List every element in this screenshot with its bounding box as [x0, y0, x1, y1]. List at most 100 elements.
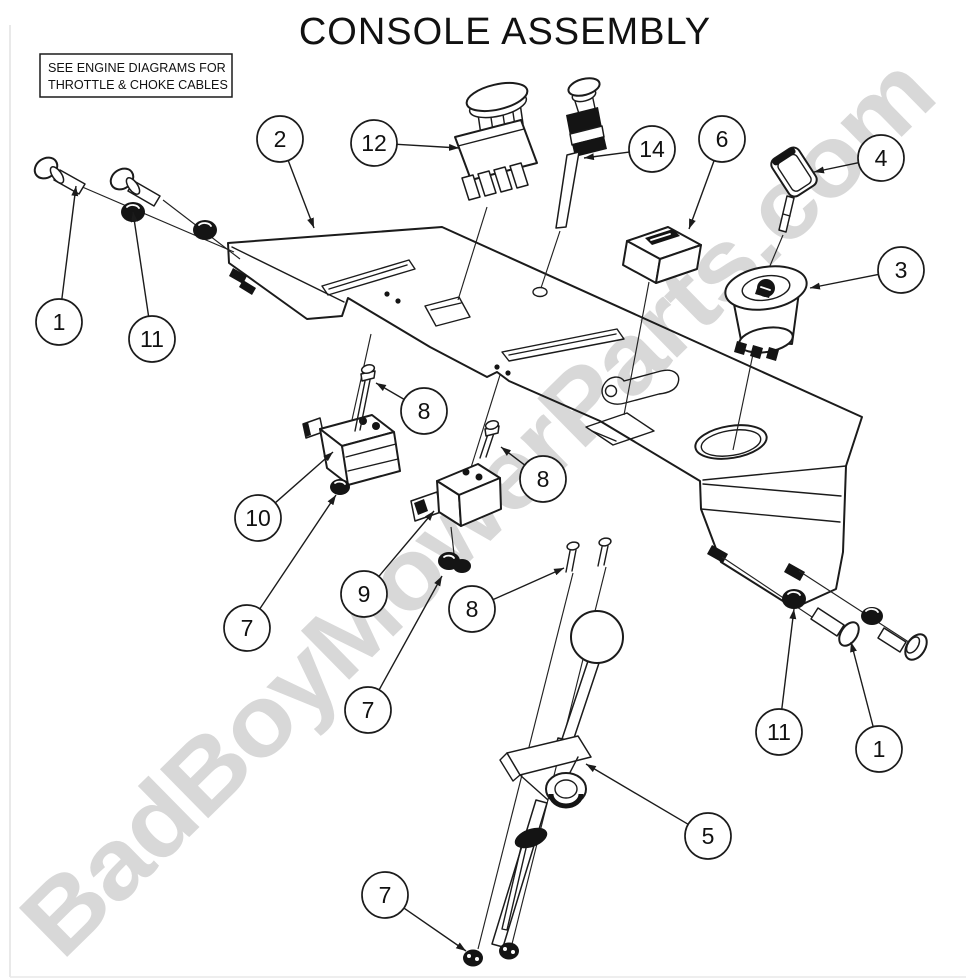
- callout-leader: [583, 151, 630, 161]
- callout-12: 12: [350, 119, 460, 167]
- callout-circle: [877, 246, 925, 294]
- callout-leader: [781, 608, 797, 710]
- screw-8a: [354, 364, 376, 432]
- callout-leader: [500, 446, 526, 466]
- note-line-2: THROTTLE & CHOKE CABLES: [48, 78, 228, 92]
- callout-number: 11: [140, 326, 164, 352]
- panel-slot-left: [321, 259, 416, 296]
- callout-circle: [350, 119, 398, 167]
- callout-10: 10: [234, 451, 334, 542]
- callout-7: 7: [344, 575, 443, 734]
- callout-11: 11: [128, 211, 176, 363]
- callout-number: 8: [466, 596, 479, 622]
- callout-leader: [378, 510, 435, 577]
- callout-leader: [813, 162, 859, 174]
- page-frame: [9, 25, 966, 978]
- panel-hole-ignition: [694, 424, 768, 460]
- callout-number: 12: [361, 130, 387, 156]
- callout-number: 4: [875, 145, 888, 171]
- callout-leader: [492, 567, 565, 601]
- callout-leader: [850, 641, 874, 727]
- left-bolts-group: [33, 156, 217, 240]
- panel-hole-rod: [532, 286, 548, 298]
- callout-circle: [223, 604, 271, 652]
- screw-8c-right: [597, 537, 612, 567]
- callout-circle: [519, 455, 567, 503]
- callout-number: 14: [639, 136, 665, 162]
- callout-circle: [628, 125, 676, 173]
- callout-circle: [698, 115, 746, 163]
- callout-5: 5: [585, 763, 732, 860]
- callout-14: 14: [583, 125, 676, 173]
- panel-slot-center: [501, 328, 625, 362]
- hour-meter: [622, 226, 702, 284]
- callout-2: 2: [256, 115, 315, 229]
- screw-8c-left: [565, 541, 580, 573]
- callout-8: 8: [448, 567, 565, 633]
- callout-number: 11: [767, 719, 791, 745]
- callout-9: 9: [340, 510, 435, 618]
- callout-6: 6: [688, 115, 746, 230]
- callout-leader: [259, 494, 337, 610]
- callout-circle: [684, 812, 732, 860]
- callout-leader: [809, 273, 879, 290]
- callout-number: 5: [702, 823, 715, 849]
- screw-8b: [479, 420, 500, 459]
- panel-hole-meter: [585, 412, 655, 446]
- callout-circle: [35, 298, 83, 346]
- safety-switch: [302, 414, 401, 486]
- callout-circle: [344, 686, 392, 734]
- callout-circle: [128, 315, 176, 363]
- callout-number: 2: [274, 126, 287, 152]
- callout-number: 7: [379, 882, 392, 908]
- callout-leader: [375, 382, 405, 401]
- callout-number: 7: [362, 697, 375, 723]
- callout-circle: [256, 115, 304, 163]
- callout-leader: [403, 907, 467, 952]
- callout-11: 11: [755, 608, 803, 756]
- callout-circle: [340, 570, 388, 618]
- console-panel: [227, 226, 863, 609]
- callout-leader: [378, 575, 443, 691]
- callout-number: 10: [245, 505, 271, 531]
- callout-leader: [585, 763, 689, 825]
- callout-circle: [755, 708, 803, 756]
- callout-number: 7: [241, 615, 254, 641]
- panel-hole-pto: [424, 296, 471, 327]
- callout-number: 1: [53, 309, 66, 335]
- callout-leader: [131, 211, 150, 317]
- callout-circle: [234, 494, 282, 542]
- lever-assembly: [491, 610, 624, 948]
- callout-number: 9: [358, 581, 371, 607]
- note-line-1: SEE ENGINE DIAGRAMS FOR: [48, 61, 226, 75]
- callout-leader: [688, 160, 715, 230]
- callout-circle: [361, 871, 409, 919]
- callout-leader: [396, 143, 460, 151]
- right-bolts-group: [782, 589, 928, 661]
- note-box: SEE ENGINE DIAGRAMS FOR THROTTLE & CHOKE…: [39, 53, 233, 98]
- callout-circle: [448, 585, 496, 633]
- page-title: CONSOLE ASSEMBLY: [299, 11, 711, 53]
- screws-group: [354, 364, 612, 573]
- callout-circle: [855, 725, 903, 773]
- choke-rod: [555, 77, 607, 229]
- callout-circle: [400, 387, 448, 435]
- callout-number: 6: [716, 126, 729, 152]
- ignition-switch: [724, 265, 808, 361]
- nuts-group: [330, 479, 519, 967]
- callout-number: 8: [418, 398, 431, 424]
- callout-number: 1: [873, 736, 886, 762]
- callout-1: 1: [35, 185, 83, 346]
- callout-number: 8: [537, 466, 550, 492]
- callout-7: 7: [361, 871, 467, 952]
- ignition-key: [770, 146, 818, 233]
- callout-number: 3: [895, 257, 908, 283]
- bracket-switch: [410, 463, 502, 527]
- pto-switch: [454, 81, 538, 201]
- callout-8: 8: [500, 446, 567, 503]
- callout-circle: [857, 134, 905, 182]
- callout-3: 3: [809, 246, 925, 294]
